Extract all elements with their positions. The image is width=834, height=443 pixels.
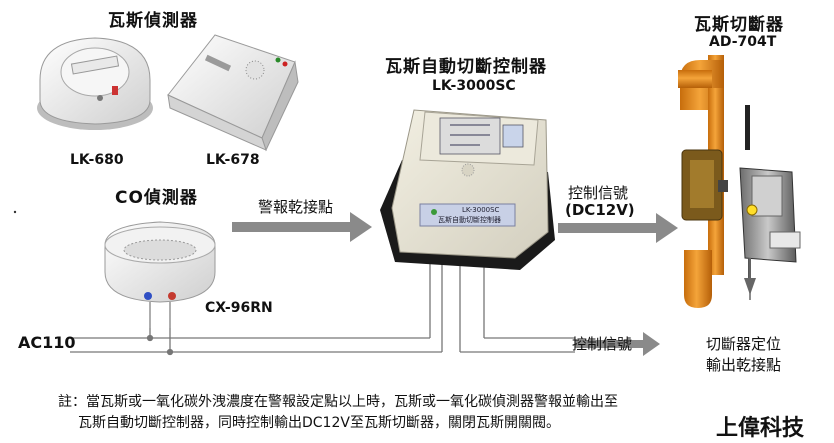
shutoff-valve-image: [678, 55, 801, 308]
arrow-alarm-contact: [232, 212, 372, 242]
stray-dot: [13, 210, 17, 214]
controller-title: 瓦斯自動切斷控制器: [385, 57, 547, 77]
control-signal-out-label: 控制信號: [572, 335, 633, 353]
control-signal-label: 控制信號: [568, 184, 629, 202]
controller-image: [380, 109, 555, 270]
lk678-detector-image: [167, 34, 299, 152]
control-signal-voltage: (DC12V): [565, 201, 635, 219]
controller-model: LK-3000SC: [432, 78, 516, 94]
arrow-control-signal: [558, 213, 678, 243]
shutoff-valve-model: AD-704T: [709, 34, 777, 50]
co-detector-image: [104, 221, 216, 328]
note-line2: 瓦斯自動切斷控制器，同時控制輸出DC12V至瓦斯切斷器，關閉瓦斯開關閥。: [78, 415, 560, 431]
device-label-model: LK-3000SC: [462, 206, 500, 214]
model-lk680: LK-680: [70, 152, 124, 168]
shutoff-valve-title: 瓦斯切斷器: [694, 15, 784, 35]
co-detector-title: CO偵測器: [115, 188, 198, 208]
device-label-name: 瓦斯自動切斷控制器: [438, 216, 501, 224]
arrow-control-signal-out: [575, 332, 660, 356]
model-cx96rn: CX-96RN: [205, 300, 273, 316]
lk680-detector-image: [37, 37, 153, 130]
company-name: 上偉科技: [716, 415, 805, 441]
wiring: [70, 258, 575, 356]
position-label-line1: 切斷器定位: [706, 335, 782, 353]
note-line1: 註：當瓦斯或一氧化碳外洩濃度在警報設定點以上時，瓦斯或一氧化碳偵測器警報並輸出至: [58, 394, 618, 410]
gas-detectors-title: 瓦斯偵測器: [108, 11, 198, 31]
ac110-label: AC110: [18, 333, 76, 352]
position-label-line2: 輸出乾接點: [706, 356, 782, 374]
alarm-contact-label: 警報乾接點: [258, 198, 334, 216]
model-lk678: LK-678: [206, 152, 260, 168]
